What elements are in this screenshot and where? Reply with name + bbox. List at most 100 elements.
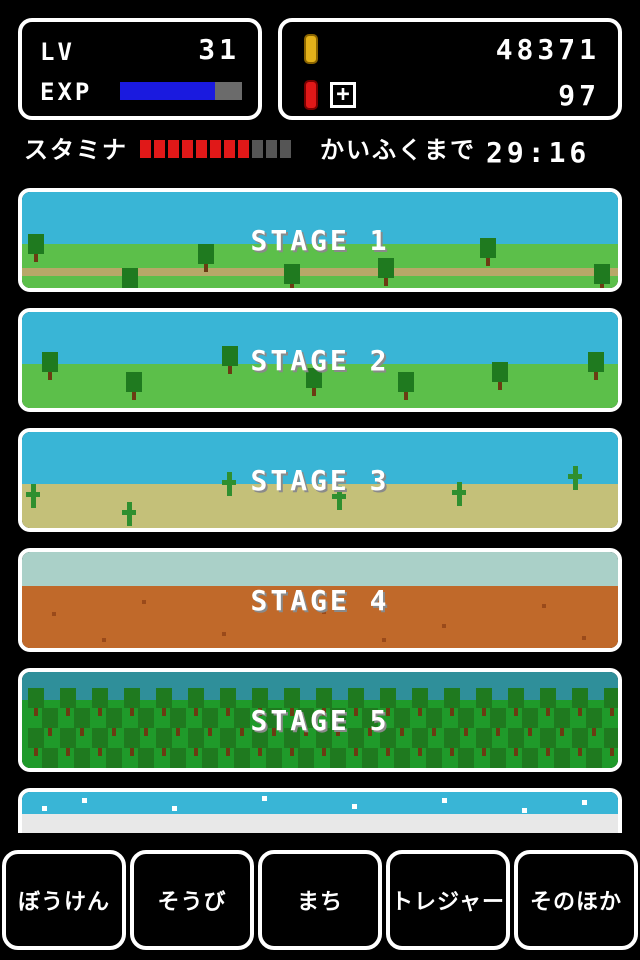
stage-sky — [22, 312, 618, 364]
stage-2-button[interactable]: STAGE 2 — [18, 308, 622, 412]
stamina-segment — [224, 140, 235, 158]
tree-icon — [586, 708, 602, 736]
stamina-segment — [266, 140, 277, 158]
tree-icon — [170, 708, 186, 736]
tree-icon — [60, 688, 76, 716]
tree-icon — [122, 268, 138, 288]
tree-icon — [126, 372, 142, 400]
tree-icon — [252, 728, 268, 756]
tree-icon — [378, 258, 394, 286]
tree-icon — [220, 728, 236, 756]
stamina-segment — [238, 140, 249, 158]
tree-icon — [124, 688, 140, 716]
tree-icon — [594, 264, 610, 288]
tree-icon — [362, 708, 378, 736]
tree-icon — [588, 352, 604, 380]
dirt-speck — [222, 632, 226, 636]
tree-icon — [586, 748, 602, 768]
snowflake — [522, 808, 527, 813]
stage-4-button[interactable]: STAGE 4 — [18, 548, 622, 652]
tree-icon — [508, 688, 524, 716]
tree-icon — [284, 688, 300, 716]
tree-icon — [74, 708, 90, 736]
tree-icon — [522, 748, 538, 768]
stamina-segment — [210, 140, 221, 158]
tree-icon — [106, 708, 122, 736]
stage-label: STAGE 3 — [250, 464, 390, 497]
cactus-icon — [26, 484, 40, 508]
tree-icon — [604, 728, 618, 756]
tree-icon — [202, 708, 218, 736]
stage-label: STAGE 1 — [250, 224, 390, 257]
tree-icon — [266, 708, 282, 736]
tree-icon — [492, 362, 508, 390]
stage-label: STAGE 5 — [250, 704, 390, 737]
tree-icon — [540, 728, 556, 756]
tree-icon — [284, 264, 300, 288]
list-mask — [0, 833, 640, 850]
menu-equipment-button[interactable]: そうび — [130, 850, 254, 950]
red-gem-icon — [304, 80, 318, 110]
tree-icon — [348, 728, 364, 756]
stage-3-button[interactable]: STAGE 3 — [18, 428, 622, 532]
dirt-speck — [382, 638, 386, 642]
stamina-bar — [140, 140, 291, 158]
tree-icon — [188, 728, 204, 756]
tree-icon — [188, 688, 204, 716]
menu-town-button[interactable]: まち — [258, 850, 382, 950]
cactus-icon — [568, 466, 582, 490]
stage-5-button[interactable]: STAGE 5 — [18, 668, 622, 772]
lv-value: 31 — [198, 33, 240, 66]
tree-icon — [60, 728, 76, 756]
tree-icon — [74, 748, 90, 768]
tree-icon — [348, 688, 364, 716]
menu-adventure-button[interactable]: ぼうけん — [2, 850, 126, 950]
tree-icon — [490, 708, 506, 736]
tree-icon — [284, 728, 300, 756]
dirt-speck — [142, 600, 146, 604]
menu-treasure-button[interactable]: トレジャー — [386, 850, 510, 950]
stamina-segment — [168, 140, 179, 158]
tree-icon — [92, 688, 108, 716]
tree-icon — [92, 728, 108, 756]
tree-icon — [380, 728, 396, 756]
stage-sky — [22, 432, 618, 484]
tree-icon — [220, 688, 236, 716]
snowflake — [582, 800, 587, 805]
tree-icon — [604, 688, 618, 716]
tree-icon — [362, 748, 378, 768]
stamina-segment — [280, 140, 291, 158]
tree-icon — [28, 234, 44, 262]
tree-icon — [198, 244, 214, 272]
stamina-row: スタミナ かいふくまで 29:16 — [24, 136, 624, 169]
tree-icon — [426, 748, 442, 768]
dirt-speck — [102, 638, 106, 642]
stage-label: STAGE 4 — [250, 584, 390, 617]
tree-icon — [540, 688, 556, 716]
tree-icon — [394, 708, 410, 736]
gold-coin-icon — [304, 34, 318, 64]
gold-value: 48371 — [495, 33, 600, 66]
tree-icon — [554, 708, 570, 736]
tree-icon — [618, 748, 622, 772]
tree-icon — [42, 708, 58, 736]
stamina-label: スタミナ — [24, 136, 128, 164]
stage-1-button[interactable]: STAGE 1 — [18, 188, 622, 292]
dirt-speck — [542, 604, 546, 608]
stage-sky — [22, 552, 618, 586]
tree-icon — [476, 728, 492, 756]
stage-ground — [22, 586, 618, 648]
tree-icon — [316, 728, 332, 756]
tree-icon — [522, 708, 538, 736]
exp-bar-fill — [120, 82, 216, 100]
tree-icon — [106, 748, 122, 768]
bottom-menu: ぼうけん そうび まち トレジャー そのほか — [0, 850, 640, 956]
tree-icon — [330, 708, 346, 736]
menu-other-button[interactable]: そのほか — [514, 850, 638, 950]
currency-panel: 48371 + 97 — [278, 18, 622, 120]
add-gem-button[interactable]: + — [330, 82, 356, 108]
tree-icon — [554, 748, 570, 768]
tree-icon — [42, 352, 58, 380]
tree-icon — [222, 346, 238, 374]
stamina-segment — [196, 140, 207, 158]
